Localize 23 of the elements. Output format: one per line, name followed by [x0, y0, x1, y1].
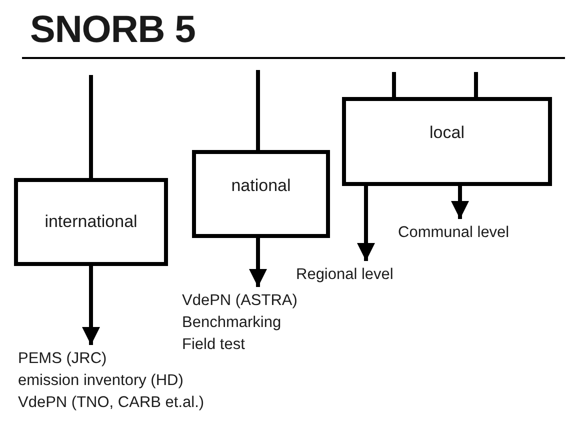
- level-note: Field test: [182, 335, 246, 355]
- connector-line: [89, 75, 93, 178]
- connector-line: [256, 70, 260, 150]
- level-note: VdePN (TNO, CARB et.al.): [18, 393, 204, 413]
- diagram-title: SNORB 5: [30, 8, 196, 52]
- box-label: international: [44, 212, 138, 232]
- connector-line: [392, 72, 396, 97]
- arrow: [249, 238, 267, 287]
- level-note: Communal level: [398, 223, 510, 243]
- level-note: PEMS (JRC): [18, 349, 108, 369]
- box-label: national: [231, 176, 291, 196]
- arrow: [357, 186, 375, 261]
- arrow: [451, 186, 469, 219]
- arrow: [82, 266, 100, 345]
- level-box: [342, 97, 552, 186]
- level-note: Regional level: [296, 265, 394, 285]
- level-box: [14, 178, 168, 266]
- level-box: [192, 150, 330, 238]
- level-note: Benchmarking: [182, 313, 282, 333]
- level-note: VdePN (ASTRA): [182, 291, 298, 311]
- box-label: local: [430, 123, 464, 143]
- connector-line: [474, 72, 478, 97]
- level-note: emission inventory (HD): [18, 371, 184, 391]
